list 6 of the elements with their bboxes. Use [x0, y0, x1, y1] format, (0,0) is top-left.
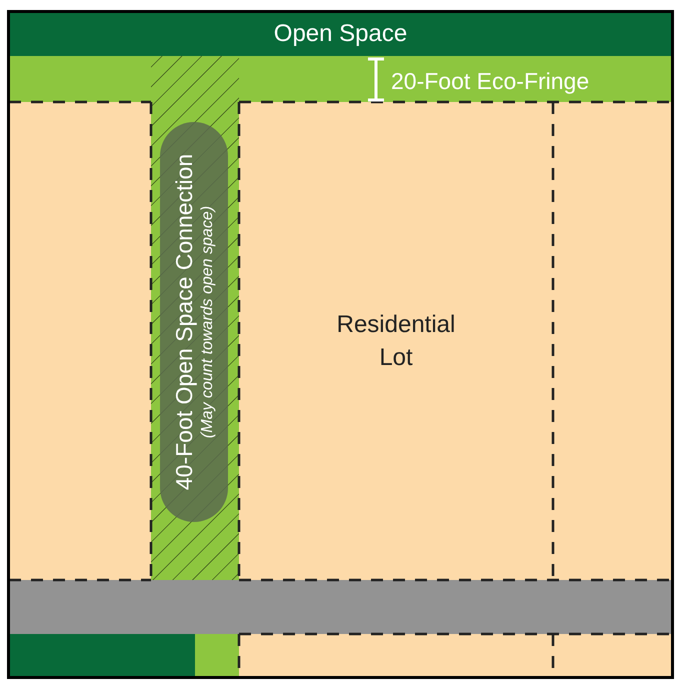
connection-label: 40-Foot Open Space Connection [170, 154, 198, 490]
connection-pill [160, 122, 228, 522]
open-space-label: Open Space [274, 19, 408, 49]
open-space-band [9, 12, 672, 56]
connection-note: (May count towards open space) [198, 206, 218, 438]
lot-label: Residential Lot [336, 310, 456, 373]
